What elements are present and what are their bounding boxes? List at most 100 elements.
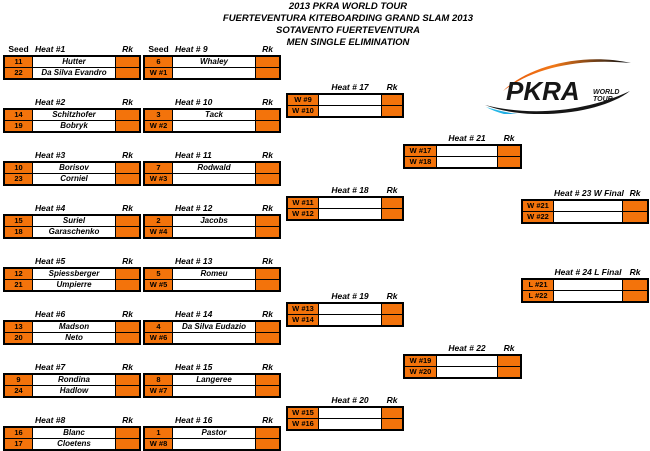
rank-cell <box>382 408 402 418</box>
competitor-row: 22 Da Silva Evandro <box>5 67 139 78</box>
rank-cell <box>116 174 139 184</box>
competitor-seed-cell: 1 <box>145 428 173 438</box>
competitor-name-cell: Rondina <box>33 375 116 385</box>
competitor-seed-cell: W #12 <box>288 209 319 219</box>
logo-bottom-swoosh <box>485 91 630 114</box>
competitor-seed-cell: W #8 <box>145 439 173 449</box>
heat-table: 14 Schitzhofer 19 Bobryk <box>3 108 141 133</box>
pkra-logo: PKRA WORLD TOUR <box>485 59 631 114</box>
competitor-row: W #16 <box>288 418 402 429</box>
competitor-seed-cell: W #9 <box>288 95 319 105</box>
title-line-tour: 2013 PKRA WORLD TOUR <box>288 1 408 12</box>
competitor-row: L #21 <box>523 280 647 290</box>
competitor-row: W #12 <box>288 208 402 219</box>
competitor-seed-cell: W #21 <box>523 201 554 211</box>
competitor-name-cell: Neto <box>33 333 116 343</box>
heat-header: Heat # 10 Rk <box>143 97 281 108</box>
competitor-name-cell: Blanc <box>33 428 116 438</box>
competitor-name-cell <box>173 333 256 343</box>
competitor-name-cell: Suriel <box>33 216 116 226</box>
competitor-row: W #17 <box>405 146 520 156</box>
heat-table: 2 Jacobs W #4 <box>143 214 281 239</box>
rank-cell <box>382 209 402 219</box>
competitor-seed-cell: W #3 <box>145 174 173 184</box>
competitor-seed-cell: 16 <box>5 428 33 438</box>
competitor-row: W #18 <box>405 156 520 167</box>
heat-block: Seed Heat # 9 Rk 6 Whaley W #1 <box>143 44 281 80</box>
title-line-location: SOTAVENTO FUERTEVENTURA <box>276 25 420 36</box>
rank-cell <box>256 333 279 343</box>
heat-header: Heat # 18 Rk <box>286 185 404 196</box>
rank-header-label: Rk <box>122 309 133 319</box>
heat-table: 1 Pastor W #8 <box>143 426 281 451</box>
heat-title: Heat # 10 <box>175 97 213 107</box>
rank-cell <box>116 322 139 332</box>
rank-cell <box>256 439 279 449</box>
rank-cell <box>382 198 402 208</box>
competitor-row: 14 Schitzhofer <box>5 110 139 120</box>
competitor-name-cell: Langeree <box>173 375 256 385</box>
heat-table: 10 Borisov 23 Corniel <box>3 161 141 186</box>
competitor-row: W #6 <box>145 332 279 343</box>
rank-cell <box>116 110 139 120</box>
competitor-seed-cell: W #16 <box>288 419 319 429</box>
rank-cell <box>116 439 139 449</box>
competitor-seed-cell: 19 <box>5 121 33 131</box>
heat-title: Heat #3 <box>35 150 66 160</box>
competitor-seed-cell: W #10 <box>288 106 319 116</box>
competitor-row: W #2 <box>145 120 279 131</box>
heat-title: Heat #5 <box>35 256 66 266</box>
competitor-seed-cell: W #20 <box>405 367 437 377</box>
rank-cell <box>116 216 139 226</box>
competitor-name-cell: Borisov <box>33 163 116 173</box>
heat-header: Heat # 24 L Final Rk <box>521 267 649 278</box>
competitor-seed-cell: 2 <box>145 216 173 226</box>
rank-header-label: Rk <box>386 185 398 195</box>
heat-title: Heat # 17 <box>331 82 369 92</box>
competitor-row: 17 Cloetens <box>5 438 139 449</box>
heat-title: Heat #8 <box>35 415 66 425</box>
competitor-seed-cell: W #4 <box>145 227 173 237</box>
rank-cell <box>256 269 279 279</box>
heat-block: Heat # 20 Rk W #15 W #16 <box>286 395 404 431</box>
competitor-name-cell: Corniel <box>33 174 116 184</box>
heat-header: Heat # 19 Rk <box>286 291 404 302</box>
rank-header-label: Rk <box>122 97 133 107</box>
heat-block: Heat # 12 Rk 2 Jacobs W #4 <box>143 203 281 239</box>
rank-cell <box>256 322 279 332</box>
heat-block: Heat # 24 L Final Rk L #21 L #22 <box>521 267 649 303</box>
rank-header-label: Rk <box>629 188 641 198</box>
heat-title: Heat # 11 <box>175 150 212 160</box>
heat-title: Heat #7 <box>35 362 66 372</box>
competitor-seed-cell: W #22 <box>523 212 554 222</box>
heat-block: Heat # 11 Rk 7 Rodwald W #3 <box>143 150 281 186</box>
heat-table: 3 Tack W #2 <box>143 108 281 133</box>
competitor-name-cell <box>319 106 382 116</box>
heat-header: Heat # 12 Rk <box>143 203 281 214</box>
competitor-name-cell: Da Silva Eudazio <box>173 322 256 332</box>
rank-cell <box>256 121 279 131</box>
competitor-name-cell <box>173 68 256 78</box>
competitor-seed-cell: W #13 <box>288 304 319 314</box>
competitor-name-cell: Cloetens <box>33 439 116 449</box>
competitor-name-cell <box>437 157 498 167</box>
competitor-seed-cell: 3 <box>145 110 173 120</box>
competitor-seed-cell: 17 <box>5 439 33 449</box>
competitor-row: W #21 <box>523 201 647 211</box>
rank-header-label: Rk <box>262 150 273 160</box>
competitor-row: 12 Spiessberger <box>5 269 139 279</box>
competitor-seed-cell: 12 <box>5 269 33 279</box>
competitor-row: 9 Rondina <box>5 375 139 385</box>
competitor-seed-cell: 8 <box>145 375 173 385</box>
competitor-row: W #19 <box>405 356 520 366</box>
heat-block: Heat # 16 Rk 1 Pastor W #8 <box>143 415 281 451</box>
heat-table: 12 Spiessberger 21 Umpierre <box>3 267 141 292</box>
competitor-name-cell <box>437 367 498 377</box>
competitor-row: W #11 <box>288 198 402 208</box>
competitor-row: 7 Rodwald <box>145 163 279 173</box>
rank-cell <box>116 227 139 237</box>
heat-title: Heat #4 <box>35 203 66 213</box>
competitor-name-cell: Umpierre <box>33 280 116 290</box>
heat-header: Heat #5 Rk <box>3 256 141 267</box>
heat-table: 5 Romeu W #5 <box>143 267 281 292</box>
